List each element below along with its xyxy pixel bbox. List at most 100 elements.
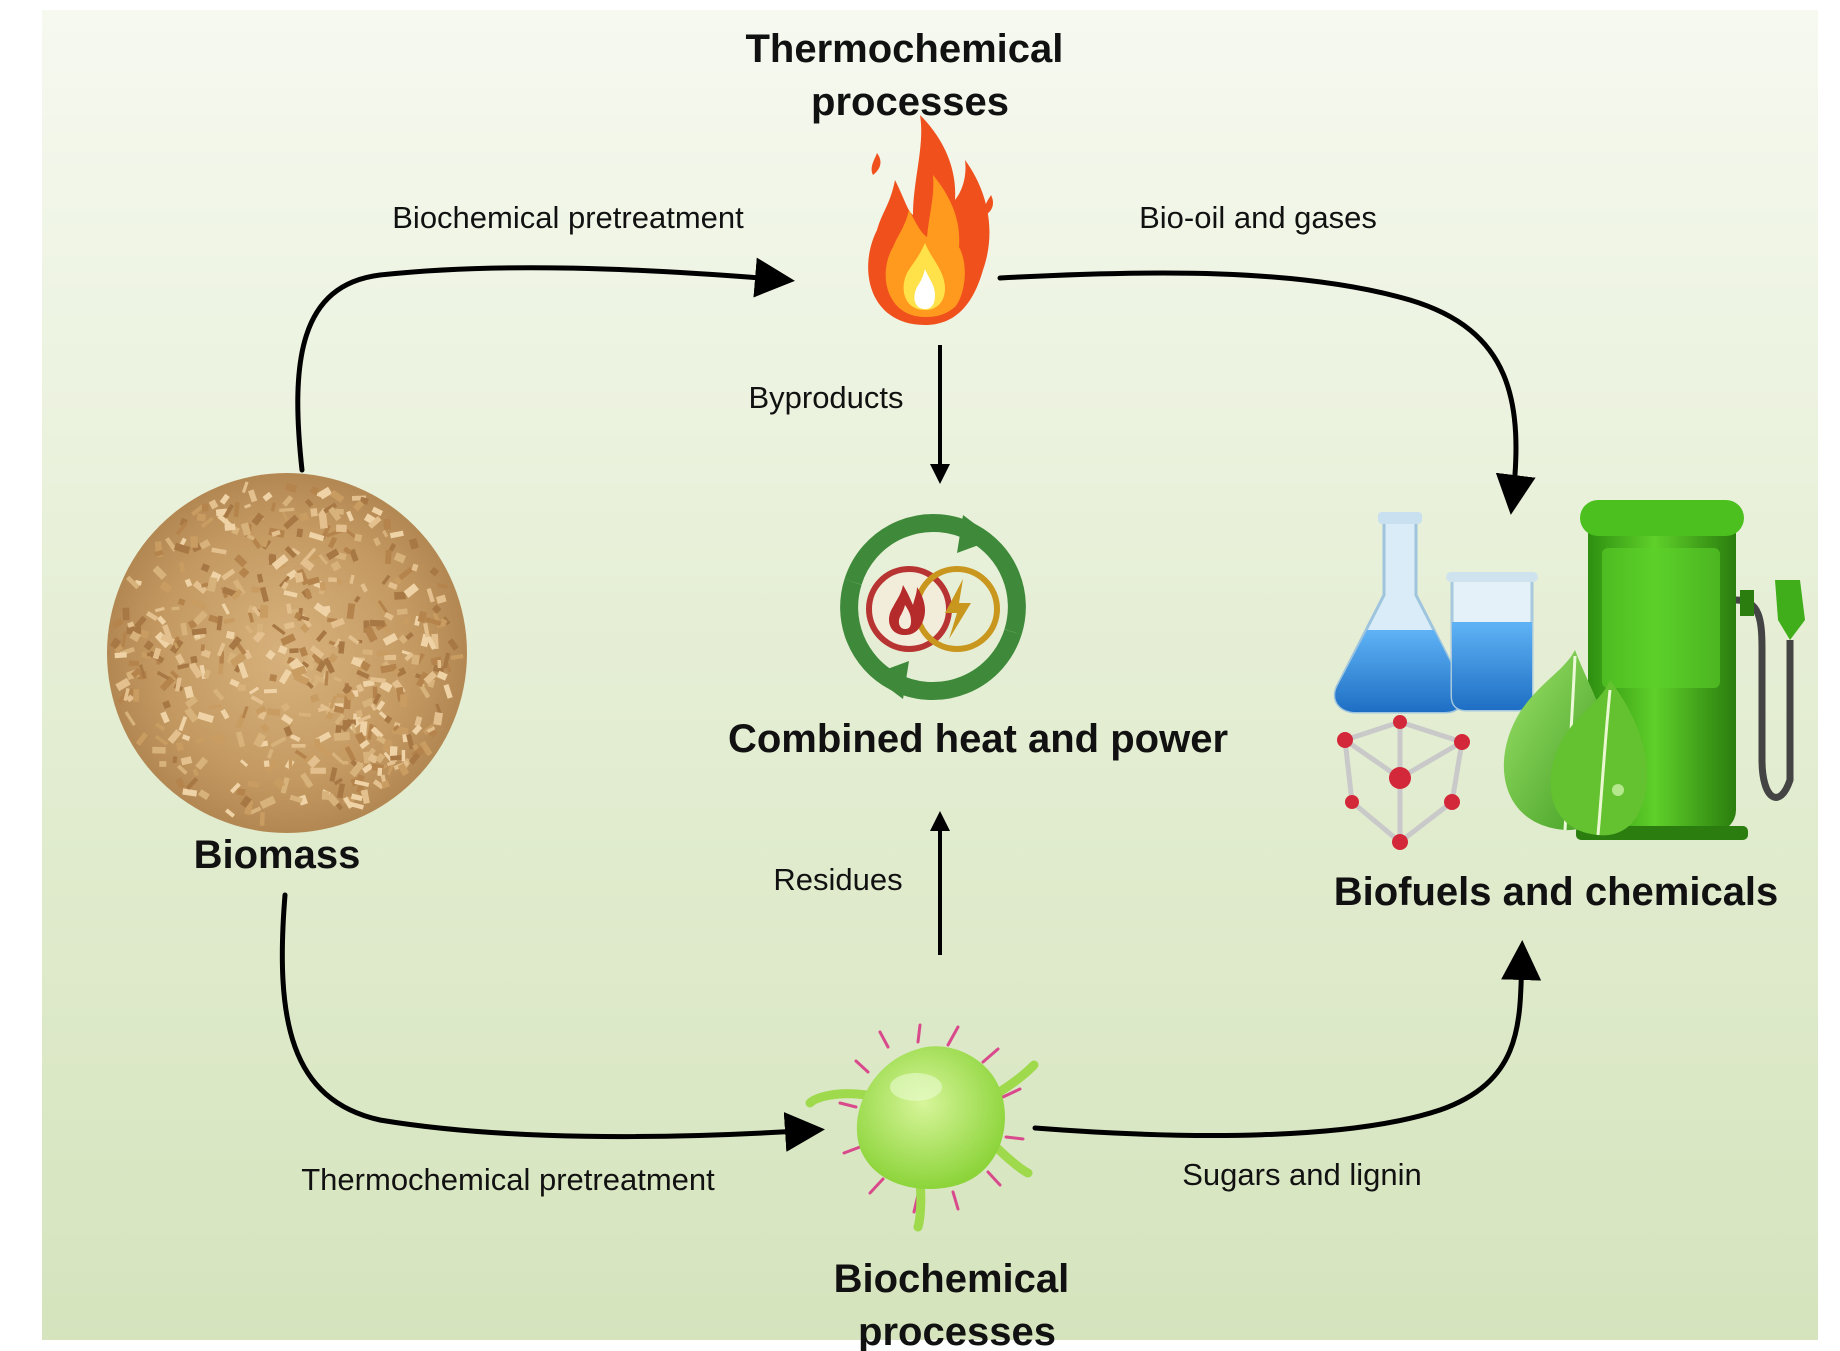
wood-chip xyxy=(175,521,188,536)
wood-chip xyxy=(394,591,407,600)
wood-chip xyxy=(269,674,278,682)
wood-chip xyxy=(152,565,167,580)
wood-chip xyxy=(390,755,402,761)
wood-chip xyxy=(387,581,398,590)
node-title-biochemical: Biochemical processes xyxy=(834,1257,1081,1351)
wood-chip xyxy=(290,547,301,556)
wood-chip xyxy=(380,780,391,789)
wood-chip xyxy=(126,626,142,635)
wood-chip xyxy=(159,761,167,767)
wood-chip xyxy=(393,552,407,564)
wood-chip xyxy=(160,711,170,724)
wood-chip xyxy=(415,671,429,688)
wood-chip xyxy=(259,604,269,619)
wood-chip xyxy=(348,801,364,810)
wood-chip xyxy=(154,549,164,557)
wood-chip xyxy=(331,752,344,764)
wood-chip xyxy=(175,777,186,789)
wood-chip xyxy=(244,624,254,634)
wood-chip xyxy=(197,789,210,800)
wood-chip xyxy=(154,722,166,732)
wood-chip xyxy=(200,648,212,659)
node-title-thermochemical-line2: processes xyxy=(811,80,1009,124)
wood-chip xyxy=(121,631,127,648)
wood-chip xyxy=(134,615,147,629)
leaf-icon xyxy=(1503,650,1647,836)
wood-chip xyxy=(264,759,279,774)
wood-chip xyxy=(162,624,173,640)
wood-chip xyxy=(277,645,288,655)
wood-chip xyxy=(280,713,294,725)
wood-chip xyxy=(223,617,236,625)
wood-chip xyxy=(196,513,206,522)
wood-chip xyxy=(192,580,208,595)
wood-chip xyxy=(199,539,211,550)
wood-chip xyxy=(330,560,342,572)
wood-chip xyxy=(195,737,206,744)
wood-chip xyxy=(261,537,269,548)
wood-chip xyxy=(356,669,370,680)
molecule-icon xyxy=(1337,715,1470,850)
wood-chip xyxy=(347,634,360,645)
wood-chip xyxy=(260,723,270,733)
wood-chip xyxy=(177,764,188,775)
wood-chip xyxy=(362,679,375,688)
wood-chip xyxy=(318,553,329,565)
wood-chip xyxy=(307,755,321,769)
wood-chip xyxy=(309,645,325,659)
wood-chip xyxy=(319,703,330,712)
wood-chip xyxy=(173,542,191,555)
wood-chip xyxy=(129,630,141,643)
wood-chip xyxy=(237,661,249,679)
node-title-biomass: Biomass xyxy=(194,833,361,877)
wood-chip xyxy=(183,685,194,699)
wood-chip xyxy=(336,783,346,799)
wood-chip xyxy=(387,762,395,776)
wood-chip xyxy=(135,732,148,746)
wood-chip xyxy=(259,795,277,810)
wood-chip xyxy=(255,705,267,715)
wood-chip xyxy=(280,702,291,712)
wood-chip xyxy=(175,653,185,665)
wood-chip xyxy=(263,688,277,694)
wood-chip xyxy=(114,652,127,659)
combined-heat-power-icon xyxy=(840,514,1026,700)
wood-chip xyxy=(326,711,334,720)
wood-chip xyxy=(294,572,304,583)
wood-chip xyxy=(152,647,162,660)
wood-chip xyxy=(280,509,289,522)
wood-chip xyxy=(399,694,408,708)
wood-chip xyxy=(397,762,410,776)
wood-chip xyxy=(110,637,121,649)
wood-chip xyxy=(350,656,363,668)
wood-chip xyxy=(115,677,131,692)
wood-chip xyxy=(195,756,209,771)
wood-chip xyxy=(436,670,448,681)
wood-chip xyxy=(122,607,130,621)
wood-chip xyxy=(247,780,260,788)
wood-chip xyxy=(208,499,219,510)
wood-chip xyxy=(283,514,299,530)
wood-chip xyxy=(159,676,175,692)
wood-chip xyxy=(398,566,414,581)
wood-chip xyxy=(248,489,258,503)
wood-chip xyxy=(343,796,354,809)
wood-chip xyxy=(291,744,306,748)
wood-chip xyxy=(297,794,308,806)
wood-chip xyxy=(398,634,408,645)
wood-chip xyxy=(304,498,314,508)
wood-chip xyxy=(304,588,313,600)
wood-chip xyxy=(192,768,200,777)
wood-chip xyxy=(280,633,296,646)
wood-chip xyxy=(437,582,448,589)
wood-chip xyxy=(384,654,397,661)
wood-chip xyxy=(212,688,225,701)
microbe-icon xyxy=(805,1023,1039,1232)
wood-chip xyxy=(325,548,340,561)
wood-chip xyxy=(323,657,335,674)
wood-chip xyxy=(228,635,242,651)
wood-chip xyxy=(280,777,290,794)
wood-chip xyxy=(200,563,211,573)
wood-chip xyxy=(396,608,408,615)
wood-chip xyxy=(273,777,286,790)
